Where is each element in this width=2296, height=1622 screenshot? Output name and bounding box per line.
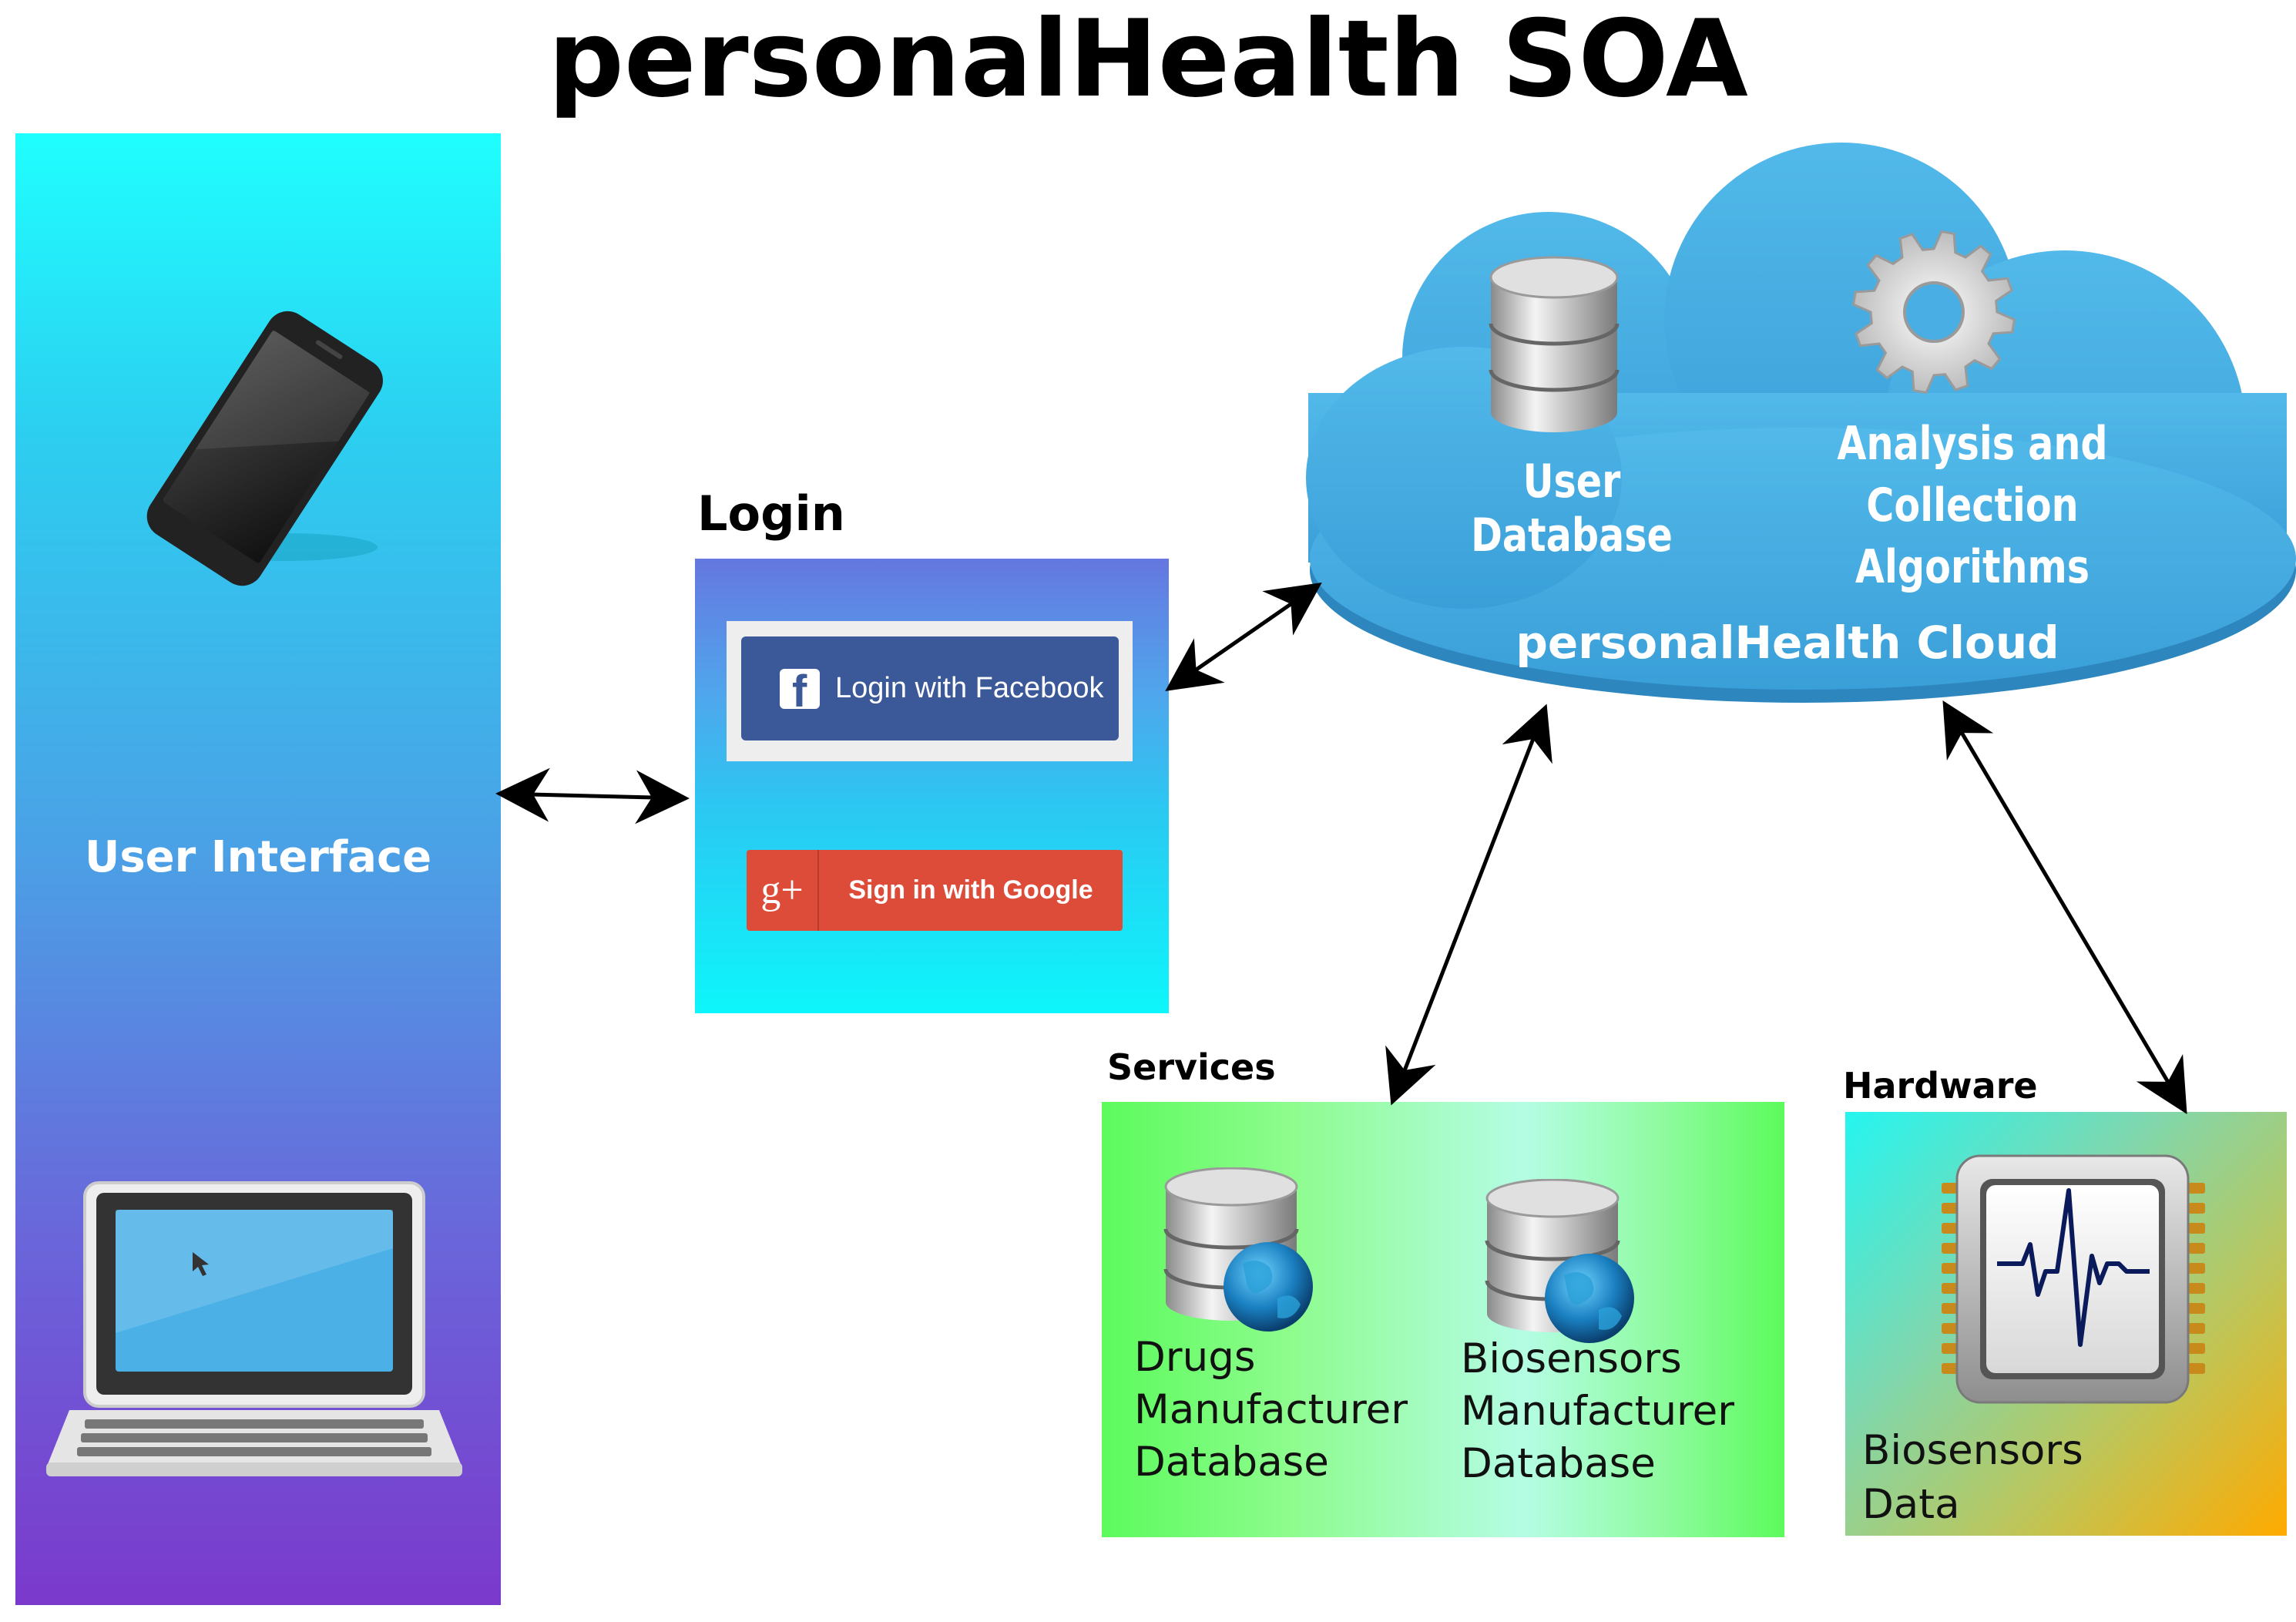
drugs-label-line-3: Database [1134,1439,1329,1486]
page-title: personalHealth SOA [548,0,1748,121]
biosensor-chip-icon [1942,1154,2205,1404]
user-database-label: User Database [1471,455,1673,562]
services-heading: Services [1107,1046,1276,1088]
login-heading: Login [697,485,845,542]
drugs-label-line-2: Manufacturer [1134,1386,1408,1433]
analysis-algorithms-label: Analysis and Collection Algorithms [1764,413,2180,598]
user-interface-label: User Interface [84,832,432,882]
sign-in-with-google-button[interactable]: g+ Sign in with Google [747,850,1123,931]
biosensors-mfr-label-line-1: Biosensors [1461,1335,1682,1382]
ui-login-arrow [495,767,690,824]
drugs-manufacturer-database-label: Drugs Manufacturer Database [1134,1332,1408,1489]
laptop-icon [46,1181,462,1476]
cloud-hardware-arrow [1942,700,2187,1115]
facebook-button-label: Login with Facebook [835,672,1104,704]
google-plus-icon: g+ [747,850,819,931]
drugs-label-line-1: Drugs [1134,1334,1256,1381]
biosensors-data-line-2: Data [1862,1481,1960,1528]
analysis-algorithms-line-1: Analysis and Collection [1837,417,2108,532]
biosensors-data-line-1: Biosensors [1862,1427,2083,1474]
cloud-name-label: personalHealth Cloud [1516,616,2059,669]
biosensors-mfr-label-line-3: Database [1461,1440,1656,1487]
biosensors-data-label: Biosensors Data [1862,1424,2083,1532]
facebook-icon: f [780,667,820,717]
cloud-services-arrow [1385,704,1552,1106]
analysis-algorithms-line-2: Algorithms [1855,540,2090,594]
biosensors-manufacturer-database-label: Biosensors Manufacturer Database [1461,1333,1734,1490]
login-cloud-arrow [1165,583,1322,691]
biosensors-mfr-label-line-2: Manufacturer [1461,1388,1735,1435]
google-button-label: Sign in with Google [848,875,1093,905]
smartphone-icon [146,311,383,586]
database-icon [1489,256,1620,432]
gear-icon [1851,230,2016,395]
login-with-facebook-button[interactable]: f Login with Facebook [741,636,1119,740]
